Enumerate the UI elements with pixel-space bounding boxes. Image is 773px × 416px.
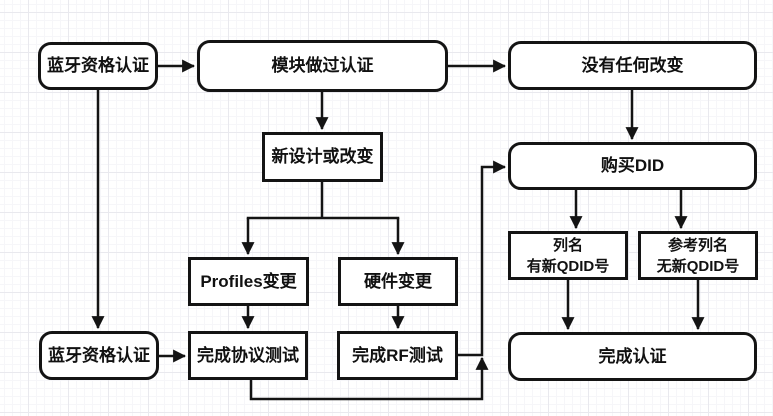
node-profiles-change[interactable]: Profiles变更	[188, 257, 309, 306]
node-label: 购买DID	[600, 156, 665, 176]
node-hardware-change[interactable]: 硬件变更	[338, 257, 458, 306]
node-label: 完成RF测试	[352, 345, 443, 365]
node-complete-rf-test[interactable]: 完成RF测试	[337, 331, 458, 380]
node-label: 参考列名 无新QDID号	[656, 236, 740, 275]
edge-newdesign-split	[246, 182, 400, 220]
node-label: 新设计或改变	[271, 147, 374, 167]
node-module-certified[interactable]: 模块做过认证	[197, 40, 448, 92]
node-buy-did[interactable]: 购买DID	[508, 142, 757, 190]
node-label: 蓝牙资格认证	[47, 56, 149, 76]
node-label: 列名 有新QDID号	[526, 236, 610, 275]
node-new-design-or-change[interactable]: 新设计或改变	[262, 132, 383, 182]
node-complete-protocol-test[interactable]: 完成协议测试	[188, 331, 308, 380]
node-label: 模块做过认证	[271, 56, 374, 76]
edge-rftest-to-buydid	[458, 160, 507, 357]
node-label: 完成协议测试	[197, 345, 299, 365]
node-label: 蓝牙资格认证	[48, 345, 150, 365]
node-label: 硬件变更	[364, 271, 432, 291]
node-label: 没有任何改变	[581, 55, 684, 75]
node-reference-listed-no-qdid[interactable]: 参考列名 无新QDID号	[638, 231, 758, 280]
node-complete-certification[interactable]: 完成认证	[508, 332, 757, 381]
node-no-changes[interactable]: 没有任何改变	[508, 41, 757, 90]
node-listed-new-qdid[interactable]: 列名 有新QDID号	[508, 231, 628, 280]
node-bluetooth-qualification-bottom[interactable]: 蓝牙资格认证	[39, 331, 159, 380]
node-label: 完成认证	[598, 346, 667, 366]
node-bluetooth-qualification-top[interactable]: 蓝牙资格认证	[38, 42, 158, 90]
node-label: Profiles变更	[200, 271, 297, 291]
